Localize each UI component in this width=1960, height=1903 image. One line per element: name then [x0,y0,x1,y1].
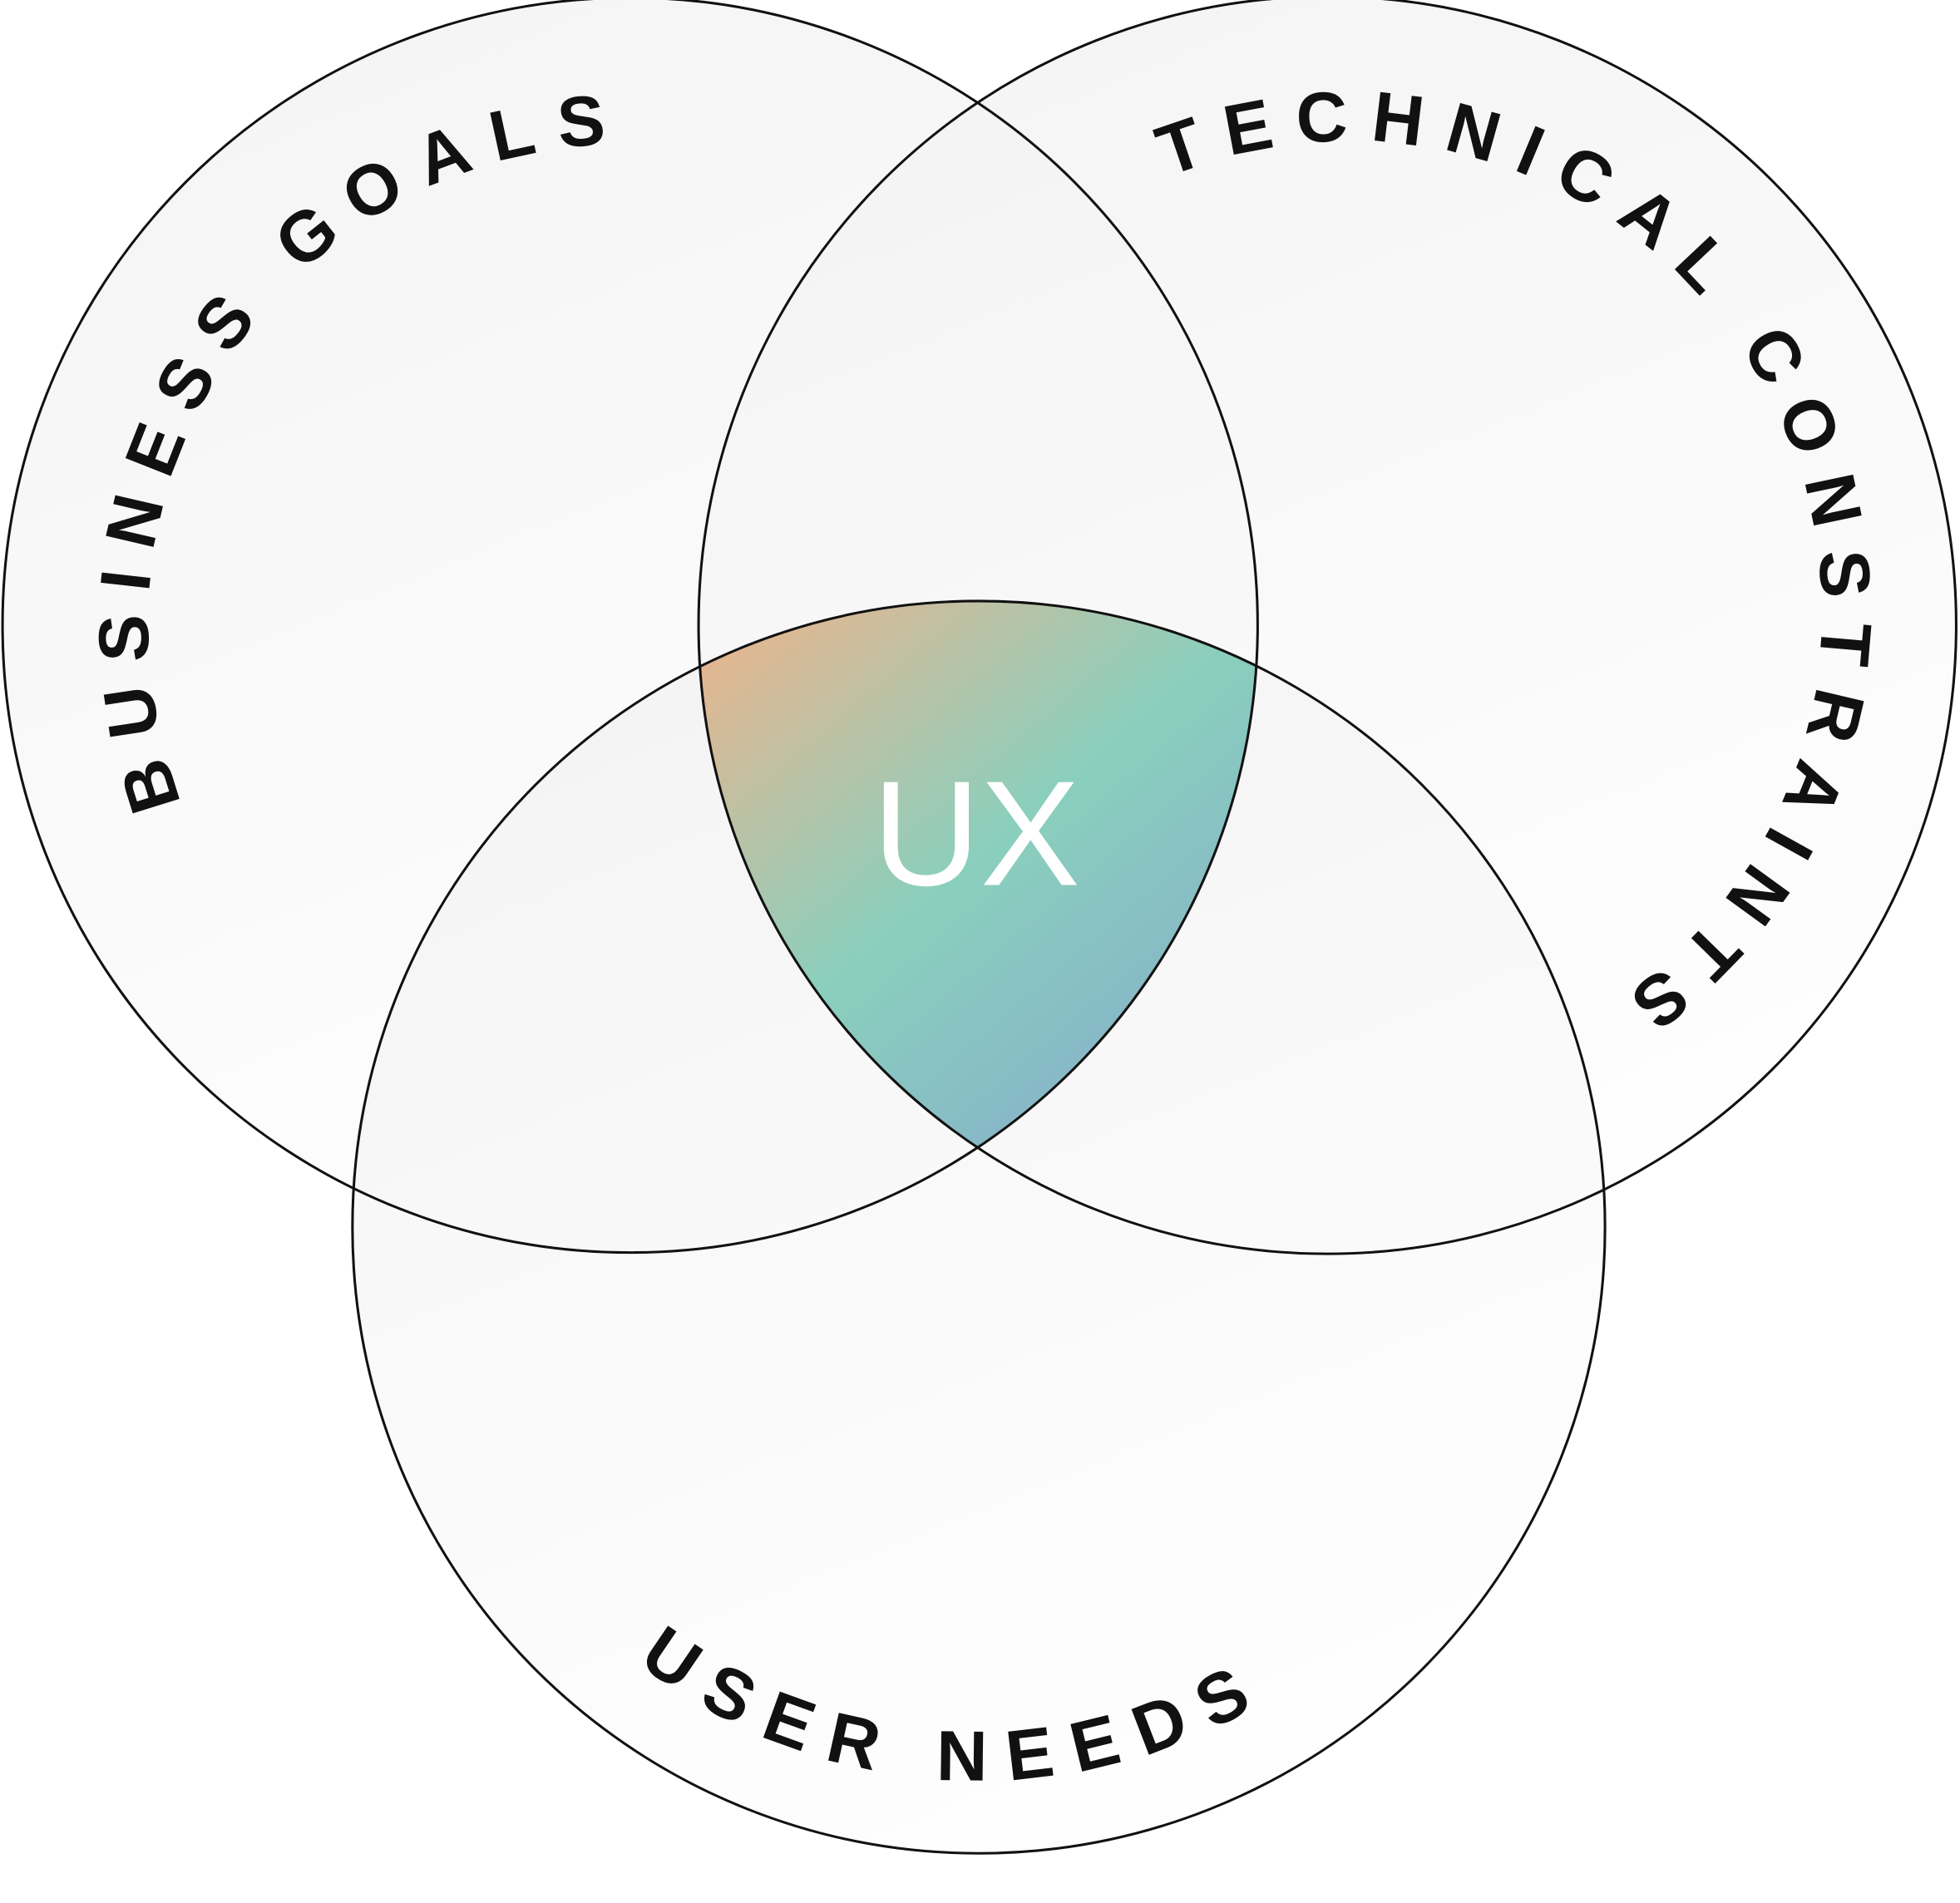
ux-label: UX [872,750,1080,917]
user-needs-outline [351,599,1607,1855]
technical-constraints-outline [697,0,1958,1255]
user-needs-circle [352,600,1606,1854]
business-goals-outline [1,0,1259,1254]
